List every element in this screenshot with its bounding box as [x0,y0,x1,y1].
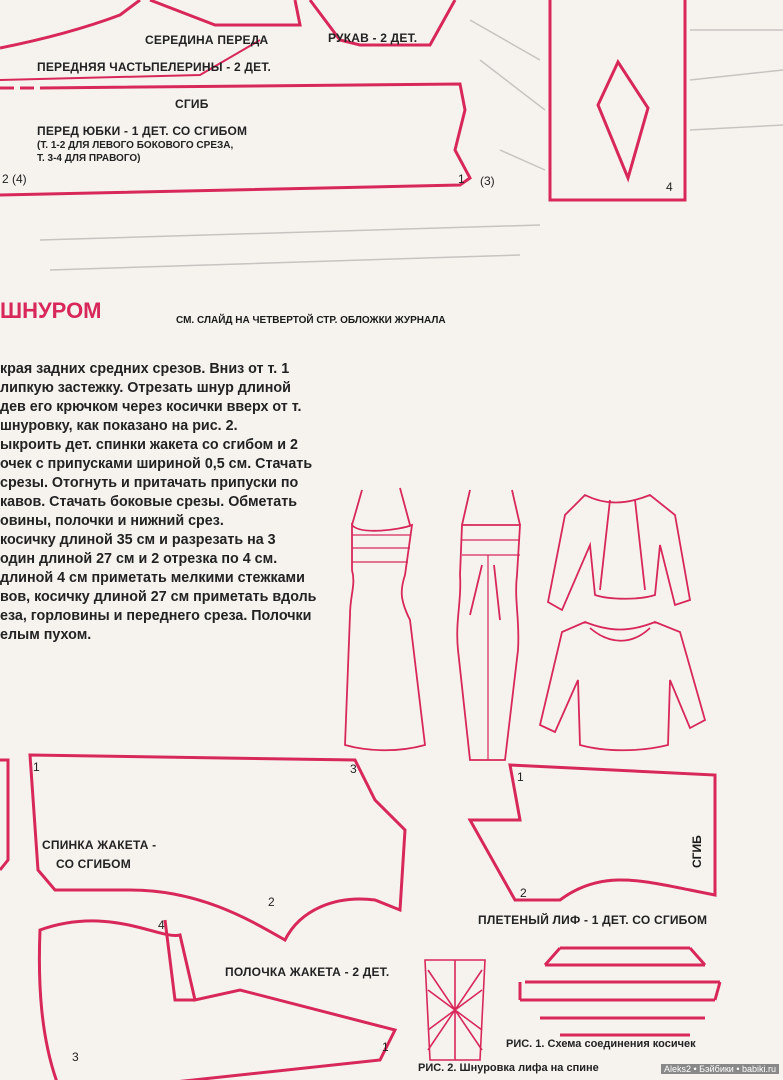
bleed-through-text-right [640,660,780,880]
body-line: длиной 4 см приметать мелкими стежками [0,570,305,586]
mark-3-back: 3 [350,762,357,776]
dress-sketch-1 [344,487,426,752]
caption-ris2: РИС. 2. Шнуровка лифа на спине [418,1062,599,1074]
body-line: срезы. Отогнуть и притачать припуски по [0,475,299,491]
label-peleriny: ПЕЛЕРИНЫ - 2 ДЕТ. [151,60,272,74]
body-line: края задних средних срезов. Вниз от т. 1 [0,361,290,377]
bodice-piece [467,763,717,902]
dress-sketch-2 [456,489,521,761]
front-piece [37,919,398,1080]
label-pered-yubki: ПЕРЕД ЮБКИ - 1 ДЕТ. СО СГИБОМ [37,124,248,138]
lacing-figure [424,959,486,1061]
body-line: ыкроить дет. спинки жакета со сгибом и 2 [0,437,298,453]
top-pattern-pieces [0,0,687,202]
label-rukav: РУКАВ - 2 ДЕТ. [328,31,418,45]
mark-2-back: 2 [268,895,275,909]
mark-3-front: 3 [72,1050,79,1064]
mark-4-front: 4 [158,918,165,932]
mark-1-front: 1 [382,1040,389,1054]
mark-4-top: 4 [666,180,673,194]
body-line: липкую застежку. Отрезать шнур длиной [0,380,291,396]
label-perednyaya-chast: ПЕРЕДНЯЯ ЧАСТЬ [37,60,152,74]
label-sgib-vertical: СГИБ [690,835,704,868]
body-line: очек с припусками шириной 0,5 см. Стачат… [0,456,313,472]
mark-1-top: 1 [458,172,465,186]
label-polochka: ПОЛОЧКА ЖАКЕТА - 2 ДЕТ. [225,965,390,979]
body-line: дев его крючком через косички вверх от т… [0,399,302,415]
body-line: овины, полочки и нижний срез. [0,513,224,529]
label-seredina-pereda: СЕРЕДИНА ПЕРЕДА [145,33,269,47]
jacket-sketch [546,493,692,612]
label-sgib-top: СГИБ [175,97,209,111]
faded-lines [39,19,783,271]
label-spinka-2: СО СГИБОМ [56,857,131,871]
mark-1-bodice: 1 [517,770,524,784]
body-line: вов, косичку длиной 27 см приметать вдол… [0,589,317,605]
mark-3-top: (3) [480,174,495,188]
note-line-2: Т. 3-4 ДЛЯ ПРАВОГО) [37,153,141,164]
slide-note: СМ. СЛАЙД НА ЧЕТВЕРТОЙ СТР. ОБЛОЖКИ ЖУРН… [176,315,446,326]
body-line: елым пухом. [0,627,92,643]
body-line: один длиной 27 см и 2 отрезка по 4 см. [0,551,278,567]
label-spinka-1: СПИНКА ЖАКЕТА - [42,838,157,852]
caption-ris1: РИС. 1. Схема соединения косичек [506,1038,696,1050]
note-line-1: (Т. 1-2 ДЛЯ ЛЕВОГО БОКОВОГО СРЕЗА, [37,140,234,151]
body-line: кавов. Стачать боковые срезы. Обметать [0,494,298,510]
back-piece [0,753,407,943]
braid-scheme [518,946,722,1037]
mark-2-bodice: 2 [520,886,527,900]
sweater-sketch [538,621,707,752]
section-heading: ШНУРОМ [0,298,102,323]
body-line: шнуровку, как показано на рис. 2. [0,418,238,434]
label-pleteny: ПЛЕТЕНЫЙ ЛИФ - 1 ДЕТ. СО СГИБОМ [478,913,708,927]
watermark: Aleks2 • Бэйбики • babiki.ru [660,1064,779,1074]
instruction-text: края задних средних срезов. Вниз от т. 1… [0,360,335,645]
body-line: еза, горловины и переднего среза. Полочк… [0,608,312,624]
mark-1-back: 1 [33,760,40,774]
body-line: косичку длиной 35 см и разрезать на 3 [0,532,276,548]
mark-2-4: 2 (4) [2,172,27,186]
